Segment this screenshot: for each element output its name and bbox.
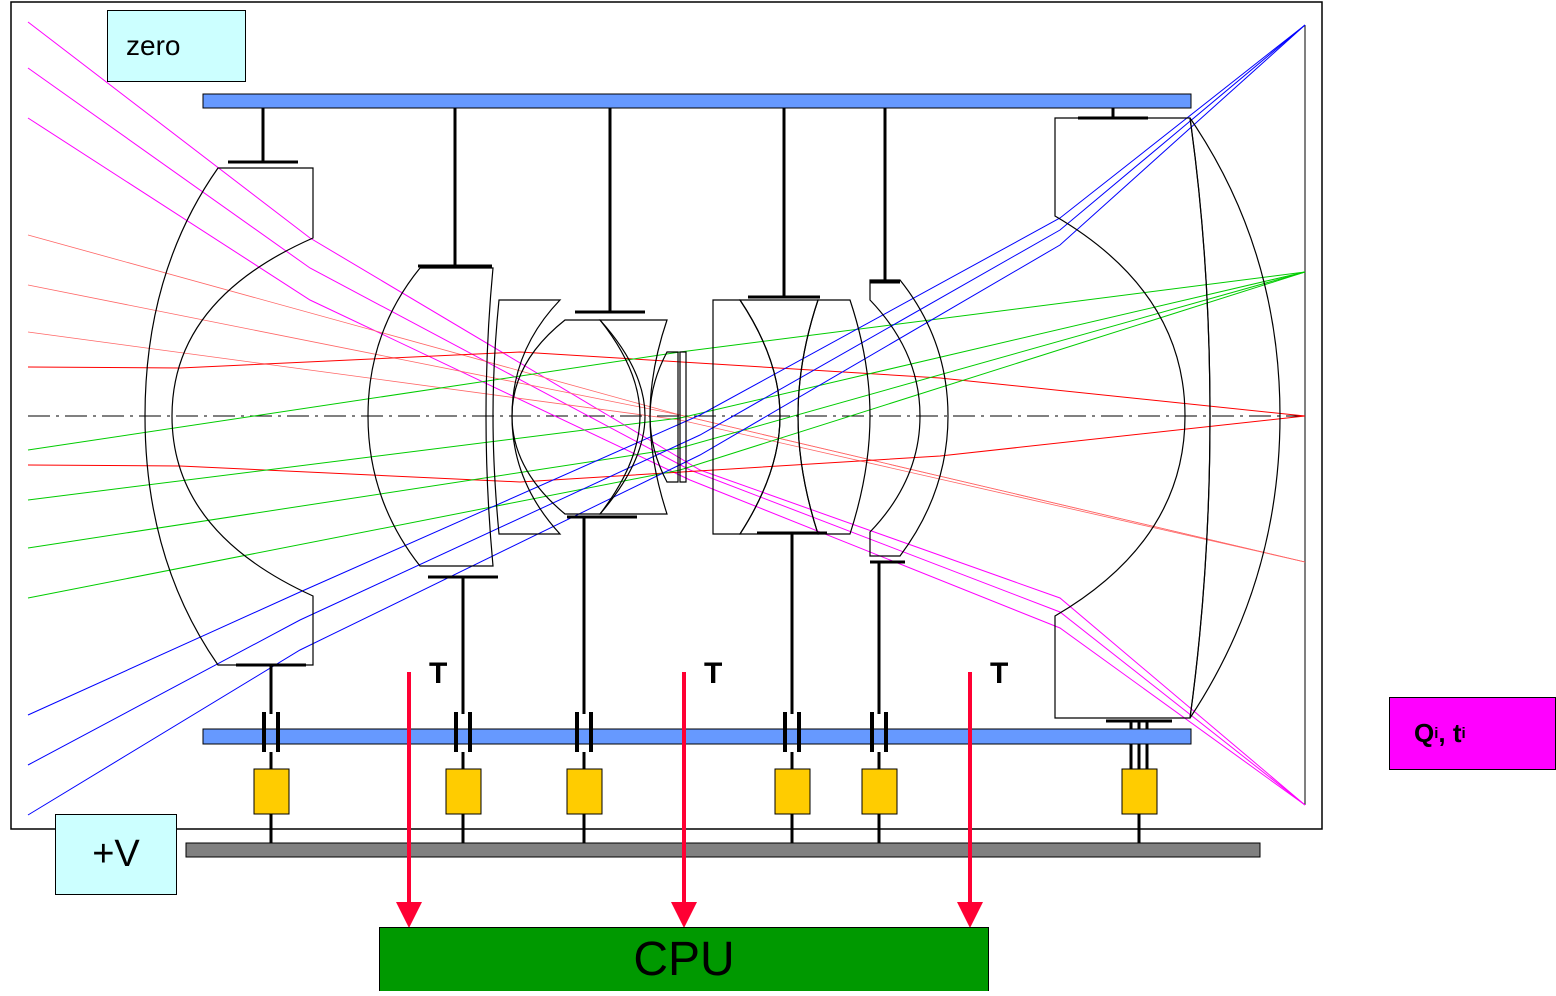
top-mounts <box>228 108 1148 312</box>
arrow-head <box>957 902 983 928</box>
bottom-bus <box>203 729 1191 744</box>
voltage-label: +V <box>55 814 177 895</box>
zero-label: zero <box>107 10 246 82</box>
cpu-text: CPU <box>633 932 734 987</box>
sensor-box <box>254 769 289 814</box>
zero-text: zero <box>126 30 180 62</box>
temperature-mark: T <box>704 657 722 691</box>
q-text: Q <box>1414 718 1434 749</box>
ray-bundle-red <box>28 352 1305 482</box>
sensor-box <box>775 769 810 814</box>
lens-element-10 <box>870 280 948 556</box>
ray-bundle-magenta <box>28 22 1305 805</box>
sensor-box <box>1122 769 1157 814</box>
lens-element-2 <box>368 268 493 566</box>
arrow-head <box>671 902 697 928</box>
lens-element-8 <box>740 300 818 534</box>
t-text: , t <box>1438 718 1461 749</box>
lens-element-4 <box>512 320 645 514</box>
sensor-boxes <box>254 769 1157 814</box>
sensor-box <box>446 769 481 814</box>
lens-element-3 <box>493 300 560 534</box>
lens-elements <box>145 118 1280 718</box>
top-bus <box>203 94 1191 108</box>
temperature-mark: T <box>990 657 1008 691</box>
cpu-box: CPU <box>379 927 989 991</box>
t-subscript: i <box>1462 725 1466 742</box>
lens-element-11 <box>1055 118 1210 718</box>
lens-element-7 <box>713 300 780 534</box>
lens-element-12 <box>1190 118 1280 718</box>
voltage-text: +V <box>92 833 140 876</box>
arrow-head <box>396 902 422 928</box>
sensor-box <box>862 769 897 814</box>
temperature-mark: T <box>429 657 447 691</box>
sensor-box <box>567 769 602 814</box>
voltage-bus <box>186 843 1260 857</box>
